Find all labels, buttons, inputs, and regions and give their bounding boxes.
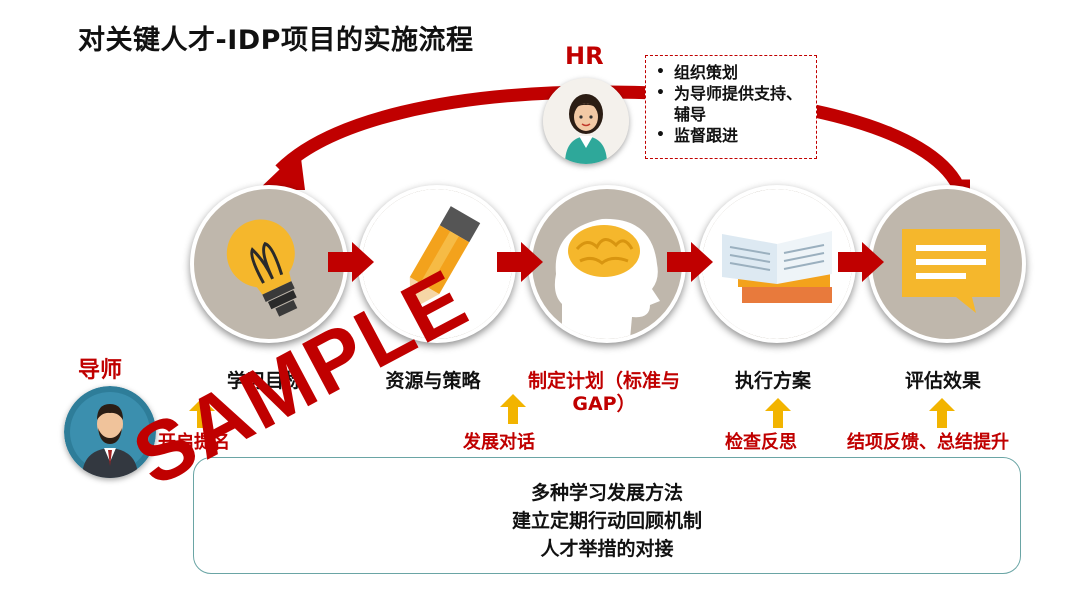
brain-icon xyxy=(532,189,682,339)
methods-line-1: 多种学习发展方法 xyxy=(193,480,1021,506)
note-closing-feedback: 结项反馈、总结提升 xyxy=(847,428,1009,454)
flow-arrow xyxy=(497,242,547,282)
note-review: 检查反思 xyxy=(725,428,797,454)
up-arrow-icon xyxy=(765,398,791,428)
step-circle-5 xyxy=(868,185,1026,343)
speech-bubble-icon xyxy=(872,189,1022,339)
hr-duty-item: 为导师提供支持、辅导 xyxy=(654,83,810,125)
step-label-4: 执行方案 xyxy=(713,370,833,393)
step-label-5: 评估效果 xyxy=(883,370,1003,393)
hr-person-icon xyxy=(543,78,629,164)
up-arrow-icon xyxy=(500,394,526,424)
mentor-label: 导师 xyxy=(78,352,122,384)
step-circle-4 xyxy=(698,185,856,343)
step-label-3: 制定计划（标准与GAP） xyxy=(515,370,693,416)
flow-arrow xyxy=(838,242,888,282)
hr-duties-box: 组织策划 为导师提供支持、辅导 监督跟进 xyxy=(645,55,817,159)
hr-duty-item: 监督跟进 xyxy=(654,125,810,146)
hr-avatar xyxy=(543,78,629,164)
book-icon xyxy=(702,189,852,339)
hr-duty-item: 组织策划 xyxy=(654,62,810,83)
flow-arrow xyxy=(328,242,378,282)
hr-label: HR xyxy=(565,42,604,70)
step-circle-3 xyxy=(528,185,686,343)
up-arrow-icon xyxy=(929,398,955,428)
note-development-talk: 发展对话 xyxy=(463,428,535,454)
methods-line-3: 人才举措的对接 xyxy=(193,536,1021,562)
methods-line-2: 建立定期行动回顾机制 xyxy=(193,508,1021,534)
flow-arrow xyxy=(667,242,717,282)
